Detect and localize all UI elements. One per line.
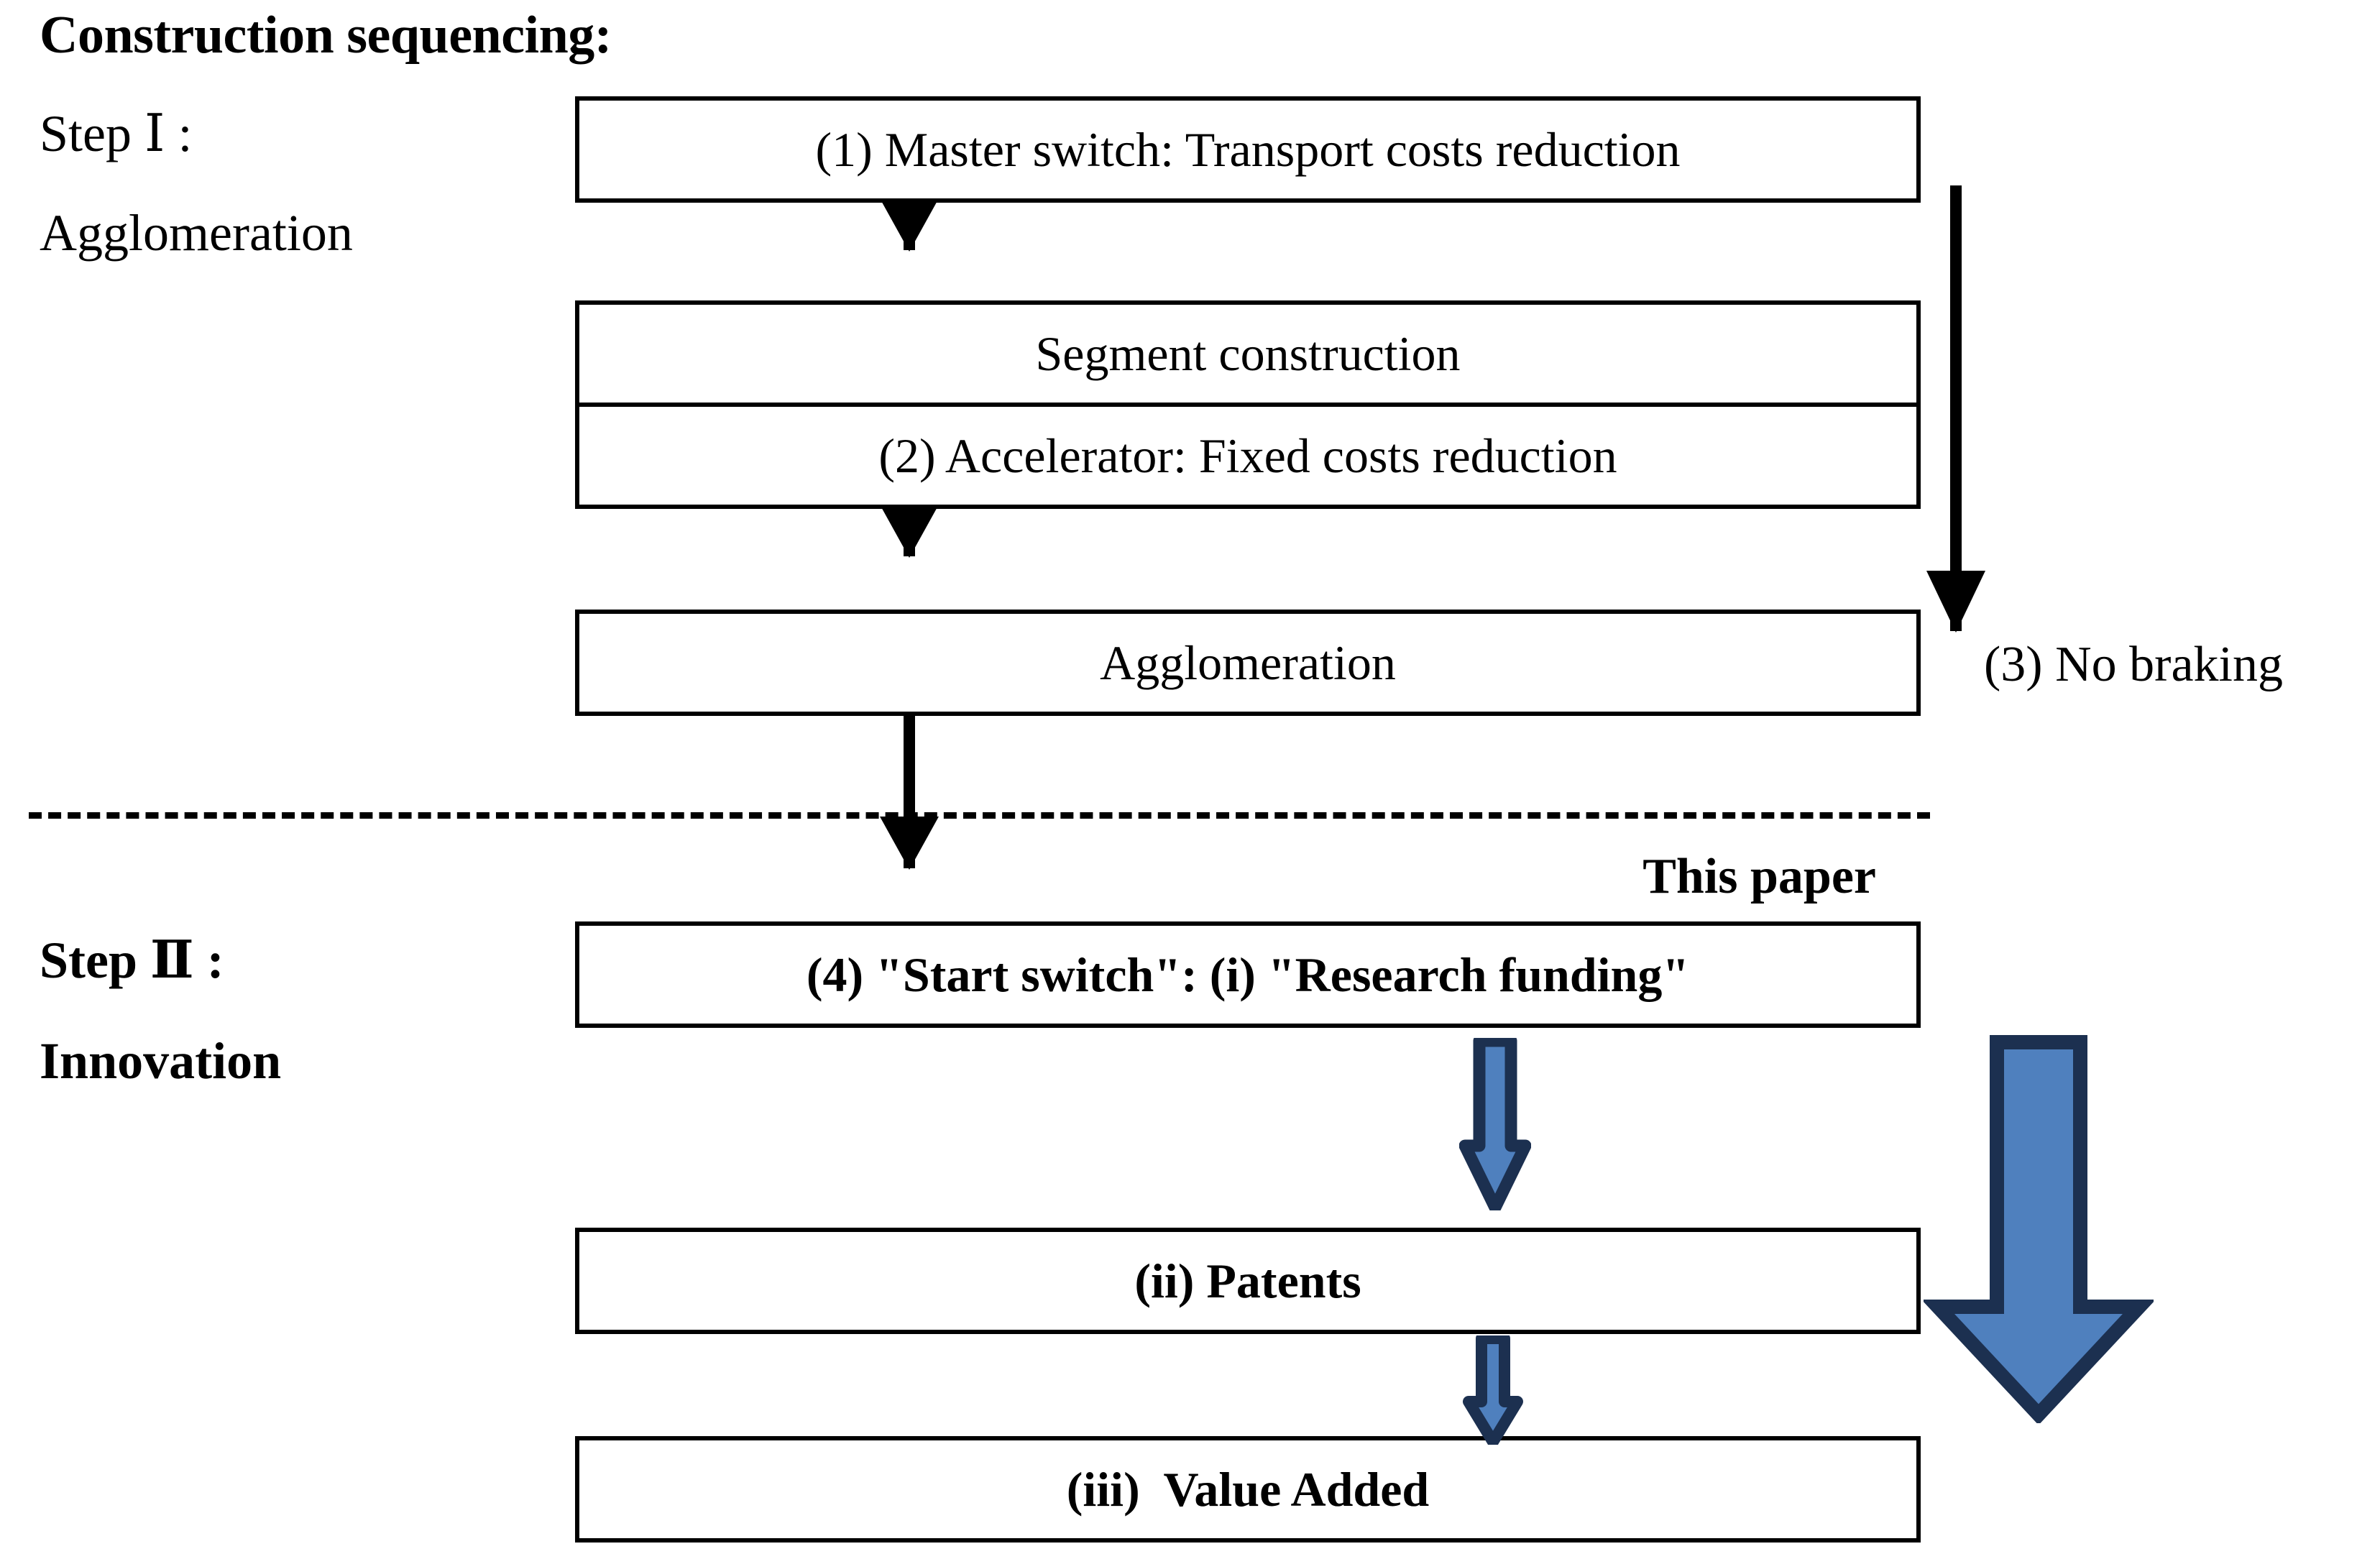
box-segment-construction: Segment construction — [575, 300, 1921, 407]
box-start-switch-label: (4) "Start switch": (i) "Research fundin… — [806, 947, 1690, 1002]
down-arrow-icon-no-braking — [1950, 185, 1962, 631]
box-master-switch: (1) Master switch: Transport costs reduc… — [575, 96, 1921, 203]
blue-down-arrow-icon-patents-to-value — [1463, 1335, 1523, 1445]
this-paper-annotation: This paper — [1642, 849, 1876, 904]
blue-down-arrow-icon-start-to-patents — [1459, 1038, 1531, 1210]
page-title: Construction sequencing: — [40, 6, 612, 65]
box-value-added-label: (iii) Value Added — [1066, 1462, 1430, 1517]
blue-down-arrow-icon-this-paper — [1924, 1035, 2154, 1423]
box-patents: (ii) Patents — [575, 1228, 1921, 1334]
box-value-added: (iii) Value Added — [575, 1436, 1921, 1542]
box-patents-label: (ii) Patents — [1134, 1254, 1361, 1308]
step-1-label-line1: Step Ⅰ : — [40, 105, 193, 162]
down-arrow-icon-accel-to-agglom — [904, 509, 915, 556]
step-2-label-line2: Innovation — [40, 1032, 282, 1090]
box-accelerator-label: (2) Accelerator: Fixed costs reduction — [878, 428, 1617, 483]
box-agglomeration-label: Agglomeration — [1100, 635, 1396, 690]
box-master-switch-label: (1) Master switch: Transport costs reduc… — [815, 122, 1681, 177]
step-1-label-line2: Agglomeration — [40, 204, 353, 262]
box-segment-construction-label: Segment construction — [1035, 326, 1461, 381]
dotted-divider — [29, 812, 1930, 819]
no-braking-annotation: (3) No braking — [1984, 637, 2284, 692]
down-arrow-icon-master-to-segment — [904, 203, 915, 250]
down-arrow-icon-agglom-to-start — [904, 716, 915, 868]
box-accelerator: (2) Accelerator: Fixed costs reduction — [575, 403, 1921, 509]
box-start-switch: (4) "Start switch": (i) "Research fundin… — [575, 921, 1921, 1028]
box-agglomeration: Agglomeration — [575, 610, 1921, 716]
step-2-label-line1: Step Ⅱ : — [40, 932, 224, 989]
